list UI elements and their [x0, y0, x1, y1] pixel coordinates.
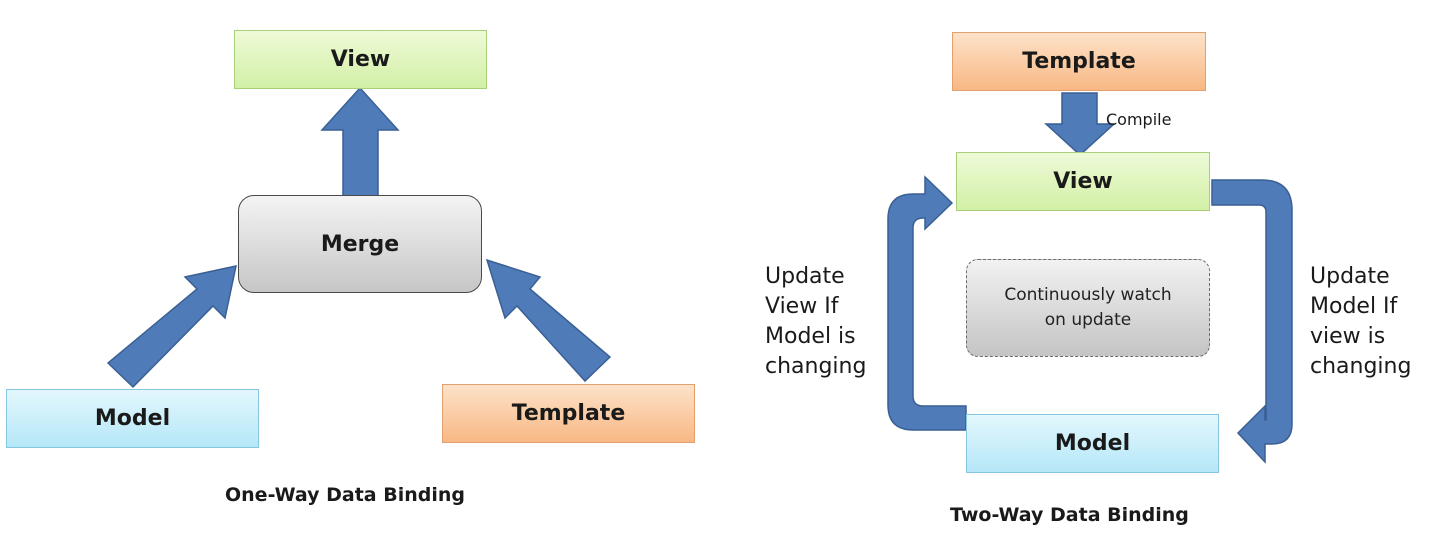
two-way-template-label: Template	[1022, 49, 1136, 74]
one-way-model-label: Model	[94, 406, 171, 431]
one-way-view-label: View	[330, 47, 391, 72]
view-to-model-loop-arrow	[1211, 179, 1293, 464]
two-way-model-box: Model	[966, 414, 1219, 473]
one-way-model-box: Model	[6, 389, 259, 448]
continuous-watch-box: Continuously watch on update	[966, 259, 1210, 357]
update-view-line-1: Update	[765, 264, 845, 289]
watch-line-1: Continuously watch	[1004, 285, 1172, 305]
update-model-label: Update Model If view is changing	[1310, 262, 1411, 382]
watch-line-2: on update	[1044, 310, 1132, 330]
one-way-template-box: Template	[442, 384, 695, 443]
one-way-merge-label: Merge	[320, 231, 400, 257]
one-way-template-label: Template	[511, 401, 626, 426]
model-to-view-loop-arrow	[887, 175, 967, 431]
one-way-view-box: View	[234, 30, 487, 89]
compile-label: Compile	[1106, 110, 1172, 129]
one-way-merge-box: Merge	[238, 195, 482, 293]
template-to-merge-arrow	[485, 258, 612, 383]
merge-to-view-arrow	[320, 86, 400, 199]
update-view-line-4: changing	[765, 354, 867, 379]
update-model-line-1: Update	[1310, 264, 1390, 289]
two-way-view-label: View	[1053, 169, 1113, 194]
update-view-line-2: View If	[765, 294, 839, 319]
one-way-caption: One-Way Data Binding	[225, 484, 465, 506]
update-view-label: Update View If Model is changing	[765, 262, 866, 382]
two-way-caption: Two-Way Data Binding	[950, 504, 1189, 526]
two-way-model-label: Model	[1054, 431, 1131, 456]
update-model-line-3: view is	[1310, 324, 1386, 349]
two-way-view-box: View	[956, 152, 1210, 211]
template-to-view-compile-arrow	[1044, 92, 1116, 157]
model-to-merge-arrow	[106, 265, 237, 389]
two-way-template-box: Template	[952, 32, 1206, 91]
update-model-line-4: changing	[1310, 354, 1412, 379]
update-model-line-2: Model If	[1310, 294, 1398, 319]
update-view-line-3: Model is	[765, 324, 856, 349]
